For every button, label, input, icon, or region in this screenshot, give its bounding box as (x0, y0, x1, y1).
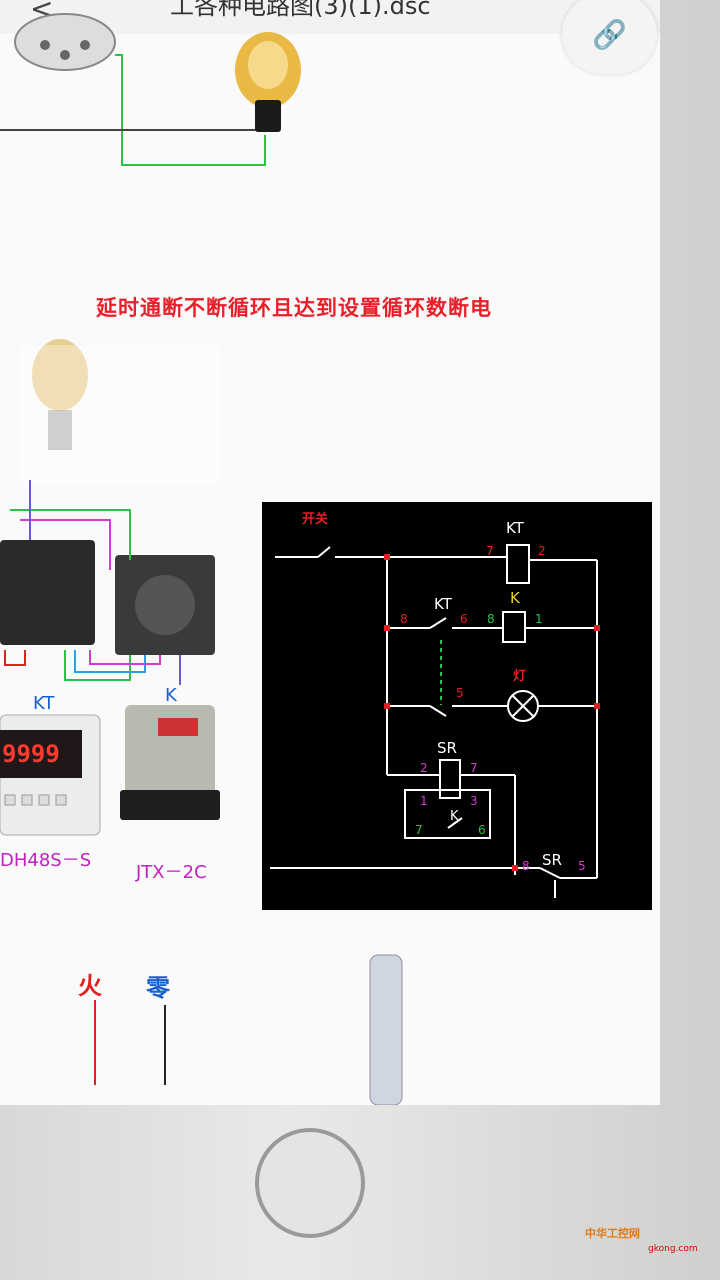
fire-wire-label: 火 (78, 972, 102, 1000)
svg-text:8: 8 (487, 612, 495, 626)
timer-display: 9999 (2, 740, 60, 768)
k-coil-label: K (510, 589, 521, 607)
document-title: 工各种电路图(3)(1).dsc (170, 0, 431, 20)
schematic: 开关 KT 7 2 KT K 8 6 8 1 灯 5 SR 2 7 1 3 (262, 502, 652, 910)
kt-device-label: KT (33, 693, 55, 714)
watermark-url: gkong.com (648, 1244, 698, 1254)
kt-model-label: DH48S－S (0, 850, 92, 871)
svg-text:1: 1 (420, 794, 428, 808)
k-contact-label: K (450, 809, 459, 824)
lamp-label: 灯 (513, 668, 526, 684)
switch-label: 开关 (302, 511, 328, 527)
svg-text:5: 5 (456, 686, 464, 700)
svg-text:8: 8 (400, 612, 408, 626)
home-button[interactable] (255, 1128, 365, 1238)
kt-base-image (0, 540, 95, 645)
link-icon[interactable]: 🔗 (562, 0, 657, 74)
screen: < 工各种电路图(3)(1).dsc 🔗 (0, 0, 660, 1105)
svg-text:2: 2 (420, 761, 428, 775)
svg-text:7: 7 (470, 761, 478, 775)
k-device-label: K (165, 685, 177, 706)
svg-text:8: 8 (522, 859, 530, 873)
zero-wire-label: 零 (146, 974, 170, 1002)
svg-text:1: 1 (535, 612, 543, 626)
svg-text:6: 6 (460, 612, 468, 626)
svg-text:7: 7 (486, 544, 494, 558)
svg-text:3: 3 (470, 794, 478, 808)
bulb-icon (235, 32, 301, 132)
socket-image (14, 13, 116, 71)
k-model-label: JTX－2C (136, 862, 207, 883)
tube-image (369, 954, 403, 1105)
kt-coil-label: KT (506, 519, 525, 537)
sr-coil-label: SR (437, 739, 457, 757)
svg-text:2: 2 (538, 544, 546, 558)
diagram-heading: 延时通断不断循环且达到设置循环数断电 (96, 296, 492, 320)
wiring-drawing: 开关 KT 7 2 KT K 8 6 8 1 灯 5 SR 2 7 1 3 (0, 13, 652, 1105)
sr-contact-label: SR (542, 851, 562, 869)
svg-text:6: 6 (478, 823, 486, 837)
svg-text:5: 5 (578, 859, 586, 873)
watermark-logo: 中华工控网 (585, 1227, 640, 1240)
svg-text:7: 7 (415, 823, 423, 837)
kt-contact-label: KT (434, 595, 453, 613)
